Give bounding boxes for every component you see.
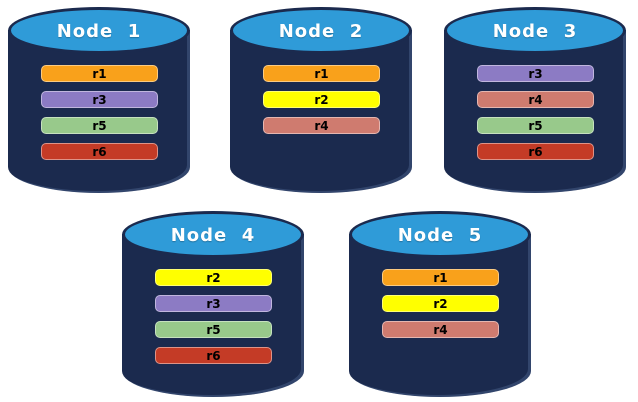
database-node-5: Node 5 r1 r2 r4 (349, 211, 531, 397)
replica-bar-r5: r5 (41, 117, 158, 134)
node-label: Node 1 (56, 21, 142, 42)
replica-bar-r1: r1 (382, 269, 499, 286)
database-cylinder-body (444, 30, 626, 193)
replica-bar-r4: r4 (382, 321, 499, 338)
replica-list: r1 r2 r4 (382, 269, 499, 338)
node-label: Node 3 (492, 21, 578, 42)
replica-bar-r4: r4 (263, 117, 380, 134)
replica-bar-r6: r6 (477, 143, 594, 160)
database-cylinder-top: Node 4 (122, 211, 304, 258)
replica-bar-r2: r2 (263, 91, 380, 108)
replica-bar-r6: r6 (155, 347, 272, 364)
replica-bar-r3: r3 (155, 295, 272, 312)
database-cylinder-top: Node 5 (349, 211, 531, 258)
node-label: Node 4 (170, 225, 256, 246)
replica-bar-r3: r3 (41, 91, 158, 108)
database-cylinder-body (122, 234, 304, 397)
database-cylinder-body (8, 30, 190, 193)
replica-bar-r6: r6 (41, 143, 158, 160)
node-label: Node 2 (278, 21, 364, 42)
database-cylinder-top: Node 1 (8, 7, 190, 54)
database-node-2: Node 2 r1 r2 r4 (230, 7, 412, 193)
replica-bar-r5: r5 (477, 117, 594, 134)
replica-bar-r5: r5 (155, 321, 272, 338)
database-node-4: Node 4 r2 r3 r5 r6 (122, 211, 304, 397)
database-cylinder-top: Node 2 (230, 7, 412, 54)
replica-bar-r2: r2 (155, 269, 272, 286)
replica-bar-r2: r2 (382, 295, 499, 312)
replica-list: r2 r3 r5 r6 (155, 269, 272, 364)
database-cylinder-top: Node 3 (444, 7, 626, 54)
replica-list: r1 r2 r4 (263, 65, 380, 134)
replica-bar-r1: r1 (41, 65, 158, 82)
replica-bar-r4: r4 (477, 91, 594, 108)
node-label: Node 5 (397, 225, 483, 246)
database-cylinder-body (349, 234, 531, 397)
database-node-1: Node 1 r1 r3 r5 r6 (8, 7, 190, 193)
replica-bar-r1: r1 (263, 65, 380, 82)
replica-list: r3 r4 r5 r6 (477, 65, 594, 160)
database-cylinder-body (230, 30, 412, 193)
replica-bar-r3: r3 (477, 65, 594, 82)
database-node-3: Node 3 r3 r4 r5 r6 (444, 7, 626, 193)
replica-list: r1 r3 r5 r6 (41, 65, 158, 160)
